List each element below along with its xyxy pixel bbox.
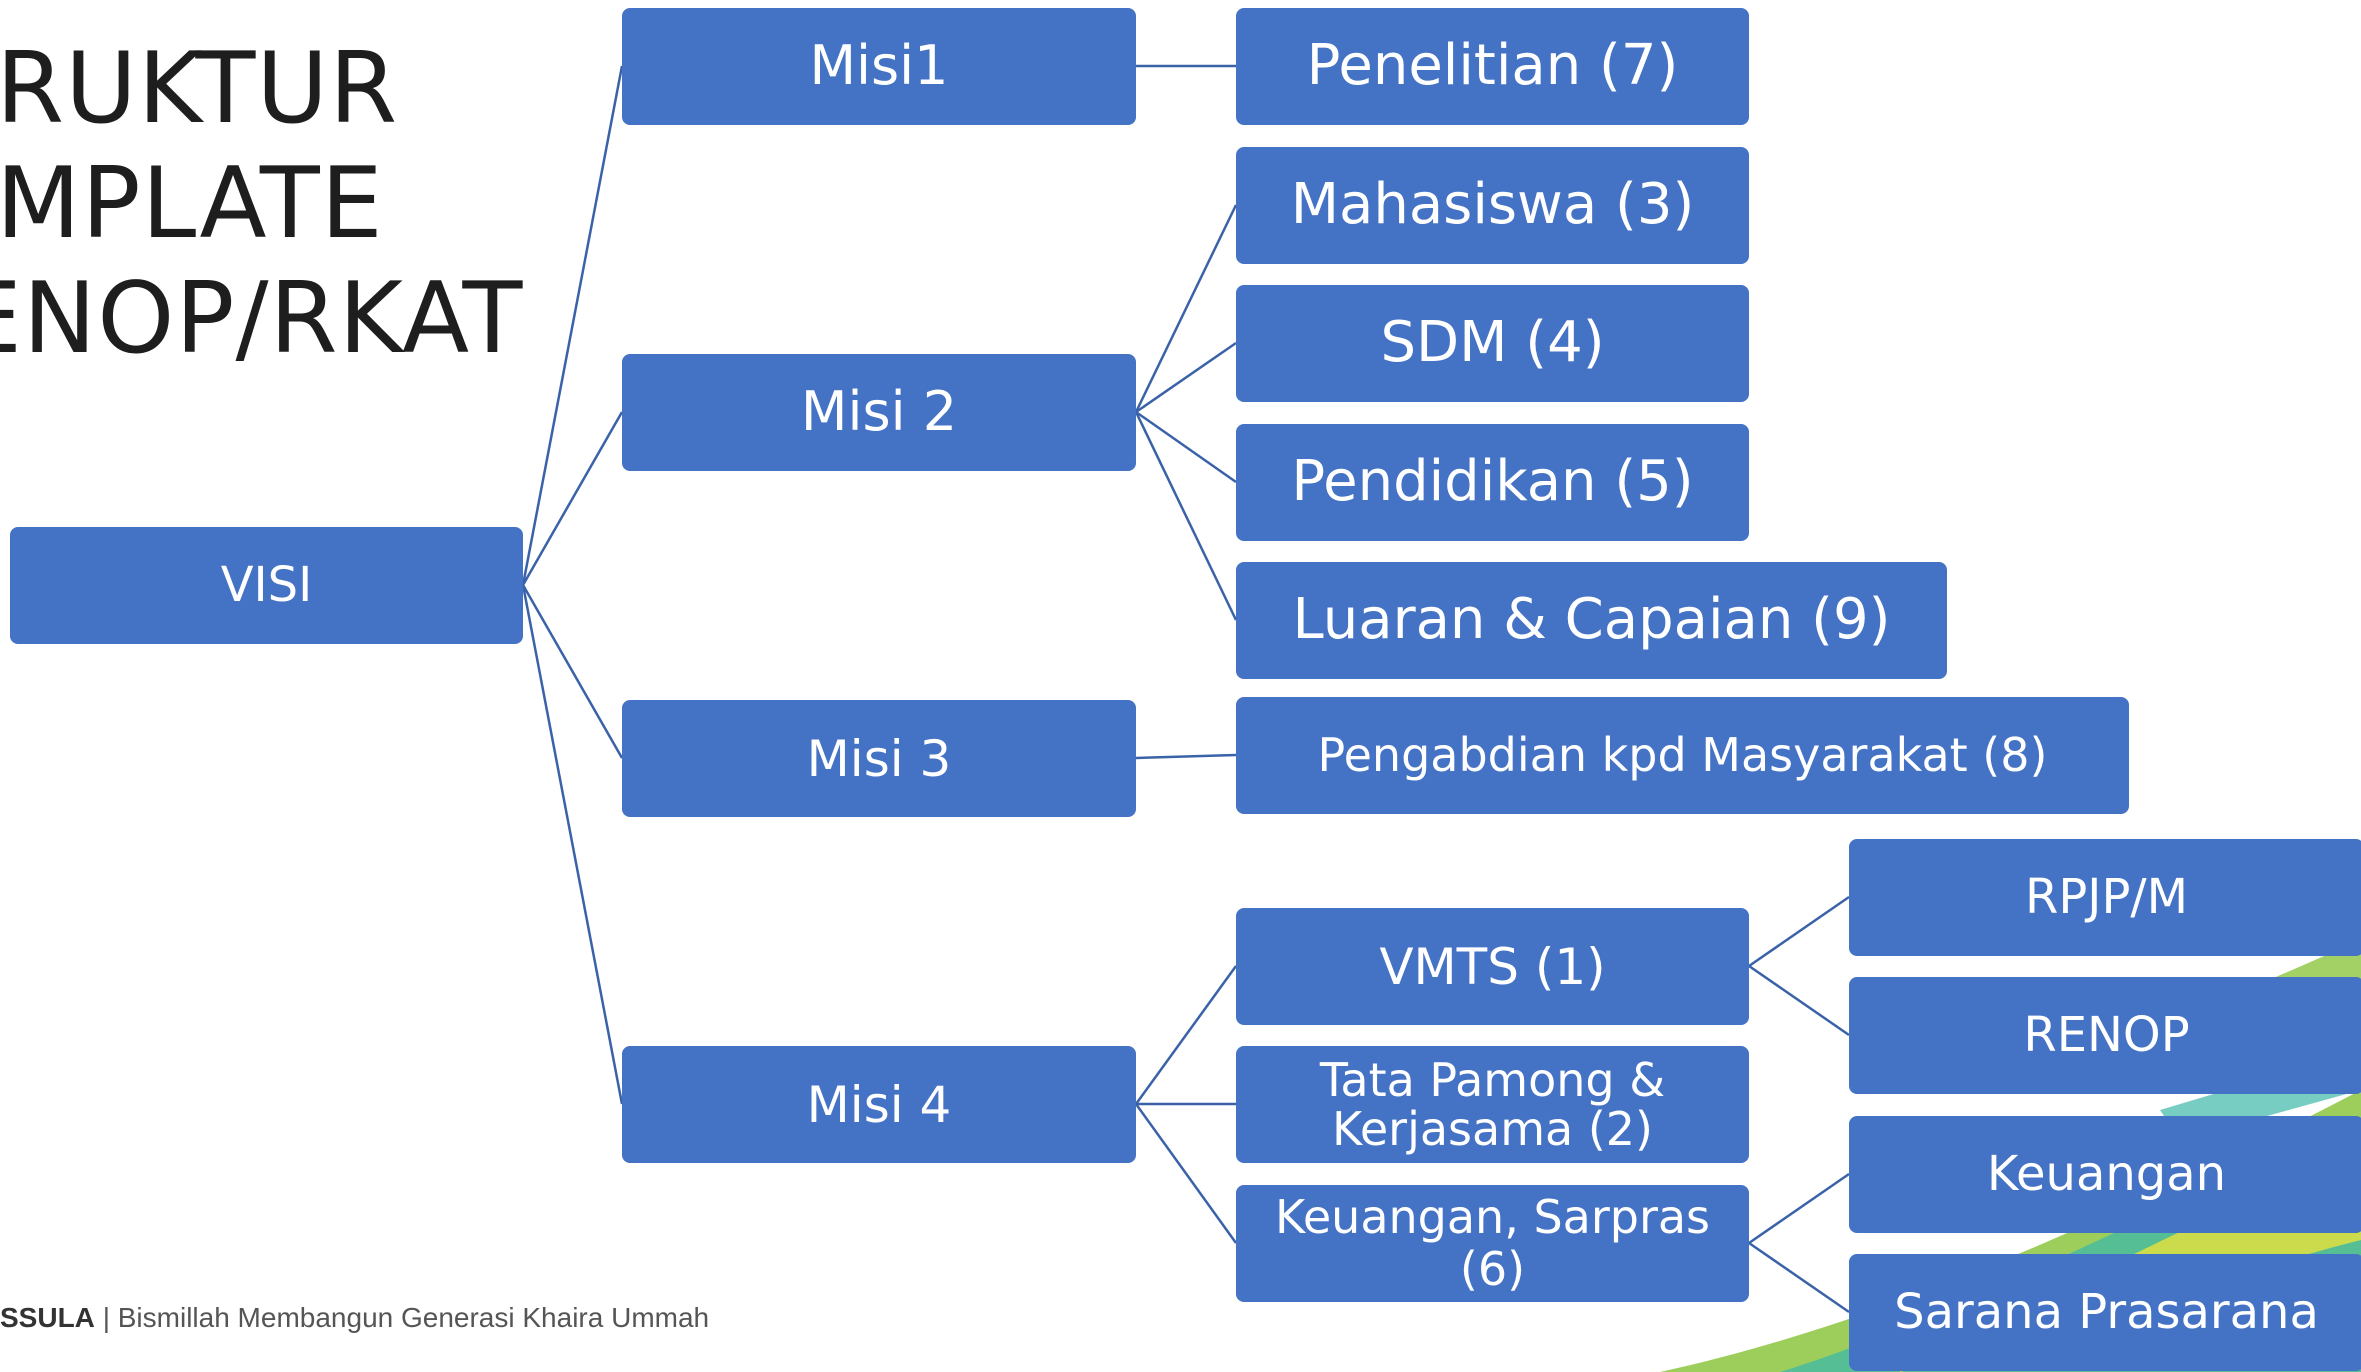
connector-vmts-rpjp (1748, 895, 1850, 968)
node-rpjp: RPJP/M (1849, 839, 2361, 956)
node-keuangan: Keuangan (1849, 1116, 2361, 1233)
node-keuangan-sarpras: Keuangan, Sarpras (6) (1236, 1185, 1749, 1302)
footer-tagline: Bismillah Membangun Generasi Khaira Umma… (117, 1302, 710, 1333)
node-pendidikan-label: Pendidikan (5) (1291, 449, 1694, 515)
node-visi-label: VISI (220, 556, 313, 613)
node-vmts: VMTS (1) (1236, 908, 1749, 1025)
connector-visi-misi2 (521, 411, 624, 586)
node-visi: VISI (10, 527, 523, 644)
connector-misi2-pendidikan (1135, 410, 1237, 484)
node-misi-2-label: Misi 2 (800, 380, 958, 444)
node-rpjp-label: RPJP/M (2025, 868, 2188, 925)
node-keuangan-label: Keuangan (1986, 1145, 2227, 1202)
node-penelitian: Penelitian (7) (1236, 8, 1749, 125)
slide-title-line-3: ENOP/RKAT (0, 262, 524, 376)
node-renop-label: RENOP (2023, 1006, 2190, 1063)
node-pengabdian: Pengabdian kpd Masyarakat (8) (1236, 697, 2129, 814)
connector-misi4-vmts (1134, 965, 1238, 1105)
connector-vmts-renop (1748, 964, 1850, 1037)
connector-visi-misi4 (521, 584, 624, 1105)
node-misi-3-label: Misi 3 (806, 729, 952, 788)
node-sarana-prasarana-label: Sarana Prasarana (1894, 1283, 2319, 1340)
connector-sarpras-sarana (1748, 1241, 1850, 1314)
node-luaran-capaian: Luaran & Capaian (9) (1236, 562, 1947, 679)
node-misi-4: Misi 4 (622, 1046, 1136, 1163)
node-keuangan-sarpras-label: Keuangan, Sarpras (6) (1274, 1189, 1711, 1296)
connector-misi2-mahasiswa (1134, 204, 1238, 413)
node-misi-1: Misi1 (622, 8, 1136, 125)
node-vmts-label: VMTS (1) (1379, 937, 1606, 996)
node-luaran-capaian-label: Luaran & Capaian (9) (1292, 587, 1891, 653)
footer-separator: | (102, 1302, 110, 1333)
node-mahasiswa: Mahasiswa (3) (1236, 147, 1749, 264)
node-sdm-label: SDM (4) (1380, 310, 1605, 376)
node-tata-pamong-line-2: Kerjasama (2) (1332, 1101, 1653, 1156)
node-renop: RENOP (1849, 977, 2361, 1094)
connector-misi2-luaran (1134, 411, 1238, 621)
node-tata-pamong: Tata Pamong & Kerjasama (2) (1236, 1046, 1749, 1163)
slide-title-line-2: MPLATE (0, 147, 384, 261)
connector-misi3-pengabdian (1135, 753, 1237, 760)
node-tata-pamong-text: Tata Pamong & Kerjasama (2) (1320, 1056, 1665, 1153)
footer: SSULA | Bismillah Membangun Generasi Kha… (0, 1302, 709, 1334)
connector-misi4-keuangan-sarpras (1134, 1103, 1238, 1244)
slide-title-line-1: RUKTUR (0, 32, 399, 146)
node-pengabdian-label: Pengabdian kpd Masyarakat (8) (1317, 727, 2048, 782)
node-misi-2: Misi 2 (622, 354, 1136, 471)
node-mahasiswa-label: Mahasiswa (3) (1290, 172, 1695, 238)
node-sdm: SDM (4) (1236, 285, 1749, 402)
node-sarana-prasarana: Sarana Prasarana (1849, 1254, 2361, 1371)
connector-misi2-sdm (1135, 341, 1237, 414)
connector-sarpras-keuangan (1748, 1172, 1850, 1245)
node-pendidikan: Pendidikan (5) (1236, 424, 1749, 541)
connector-visi-misi3 (521, 584, 624, 759)
node-misi-1-label: Misi1 (809, 34, 949, 98)
footer-brand: SSULA (0, 1302, 95, 1333)
node-tata-pamong-line-1: Tata Pamong & (1319, 1053, 1666, 1108)
node-misi-3: Misi 3 (622, 700, 1136, 817)
node-misi-4-label: Misi 4 (806, 1075, 952, 1134)
node-penelitian-label: Penelitian (7) (1306, 33, 1679, 99)
connector-visi-misi1 (521, 65, 624, 586)
